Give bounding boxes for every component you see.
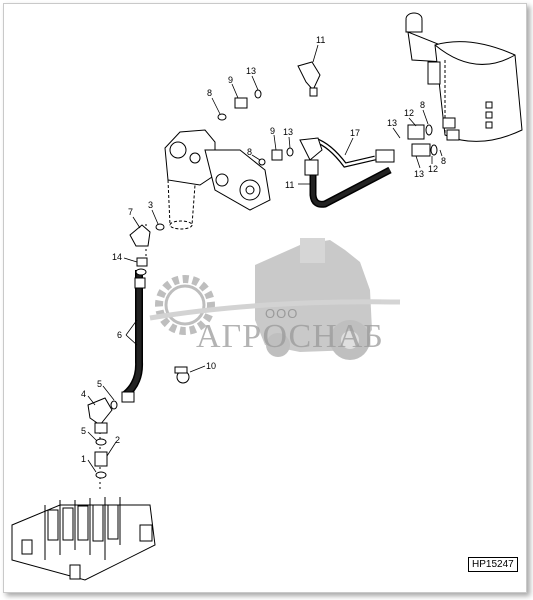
callout-13-c: 13 [387,118,397,128]
callout-12-b: 12 [428,164,438,174]
callout-5-upper: 5 [97,379,102,389]
callout-12-a: 12 [404,108,414,118]
callout-9-a: 9 [228,75,233,85]
elbow-fitting-17 [299,137,323,176]
harvester-logo-icon [255,238,372,360]
watermark-line2: АГРОСНАБ [196,318,384,355]
callout-11-lower: 11 [285,180,294,190]
agrosnab-watermark [149,238,401,360]
watermark-line1: ООО [265,306,298,321]
callout-14: 14 [112,252,122,262]
callout-9-b: 9 [270,126,275,136]
callout-4: 4 [81,389,86,399]
hydraulic-tank [405,12,523,142]
callout-13-b: 13 [283,127,293,137]
callout-7: 7 [128,207,133,217]
callout-8-a: 8 [207,88,212,98]
callout-13-d: 13 [414,169,424,179]
fittings-upper [217,89,460,166]
watermark-swoosh [149,299,401,321]
callout-1: 1 [81,454,86,464]
callout-leaders [87,44,443,473]
reference-code-label: HP15247 [468,557,518,572]
callout-2: 2 [115,435,120,445]
callout-8-c: 8 [420,100,425,110]
valve-bank [11,497,156,581]
callout-13-a: 13 [246,66,256,76]
callout-6: 6 [117,330,122,340]
fittings-lower [87,223,190,479]
callout-8-b: 8 [247,147,252,157]
callout-labels: 11 8 9 13 8 9 13 17 13 12 8 11 13 12 8 7… [81,35,446,464]
hydraulic-pump [164,129,271,230]
elbow-fitting-11-upper [297,61,321,97]
gear-logo-icon [155,275,215,335]
callout-8-d: 8 [441,156,446,166]
callout-17: 17 [350,128,360,138]
callout-11-upper: 11 [316,35,325,45]
callout-10: 10 [206,361,216,371]
callout-5-lower: 5 [81,426,86,436]
callout-3: 3 [148,200,153,210]
